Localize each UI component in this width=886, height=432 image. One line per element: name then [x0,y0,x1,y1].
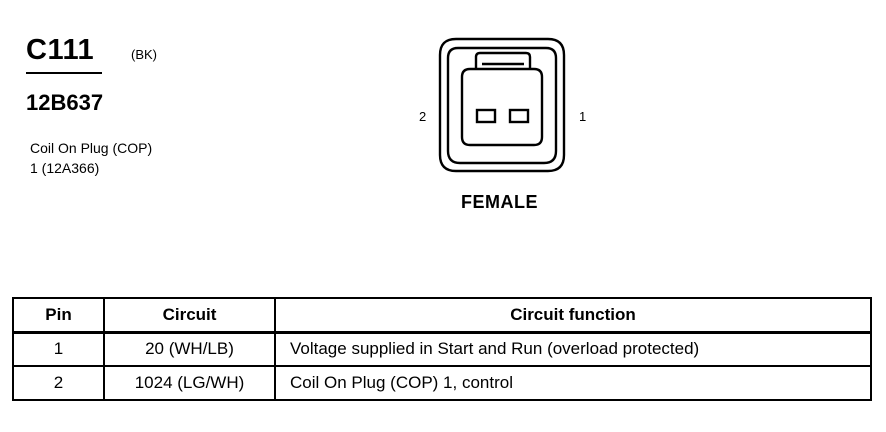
pin-table: Pin Circuit Circuit function 1 20 (WH/LB… [12,297,872,401]
pin-label-1: 1 [579,109,587,124]
connector-inner-shell [446,46,558,165]
table-row: 2 1024 (LG/WH) Coil On Plug (COP) 1, con… [12,365,872,401]
connector-outer-shell [438,37,566,173]
connector-id-underline [26,72,102,74]
cell-circuit: 20 (WH/LB) [103,331,276,367]
pin-label-2: 2 [419,109,427,124]
part-number: 12B637 [26,90,104,115]
description-line-2: 1 (12A366) [30,160,100,176]
description-line-1: Coil On Plug (COP) [30,140,153,156]
table-header-row: Pin Circuit Circuit function [12,297,872,334]
cell-pin: 2 [12,365,105,401]
color-code: (BK) [131,47,157,62]
cell-pin: 1 [12,331,105,367]
header-circuit-function: Circuit function [274,297,872,334]
pin-cavity-housing [460,67,544,147]
gender-label: FEMALE [461,192,538,212]
cell-circuit-function: Voltage supplied in Start and Run (overl… [274,331,872,367]
pin-cavity-1 [508,108,530,124]
table-row: 1 20 (WH/LB) Voltage supplied in Start a… [12,331,872,367]
connector-id: C111 [26,34,95,66]
cell-circuit: 1024 (LG/WH) [103,365,276,401]
cell-circuit-function: Coil On Plug (COP) 1, control [274,365,872,401]
header-circuit: Circuit [103,297,276,334]
locking-tab [474,51,532,69]
pin-cavity-2 [475,108,497,124]
header-pin: Pin [12,297,105,334]
connector-face-diagram [438,37,566,173]
